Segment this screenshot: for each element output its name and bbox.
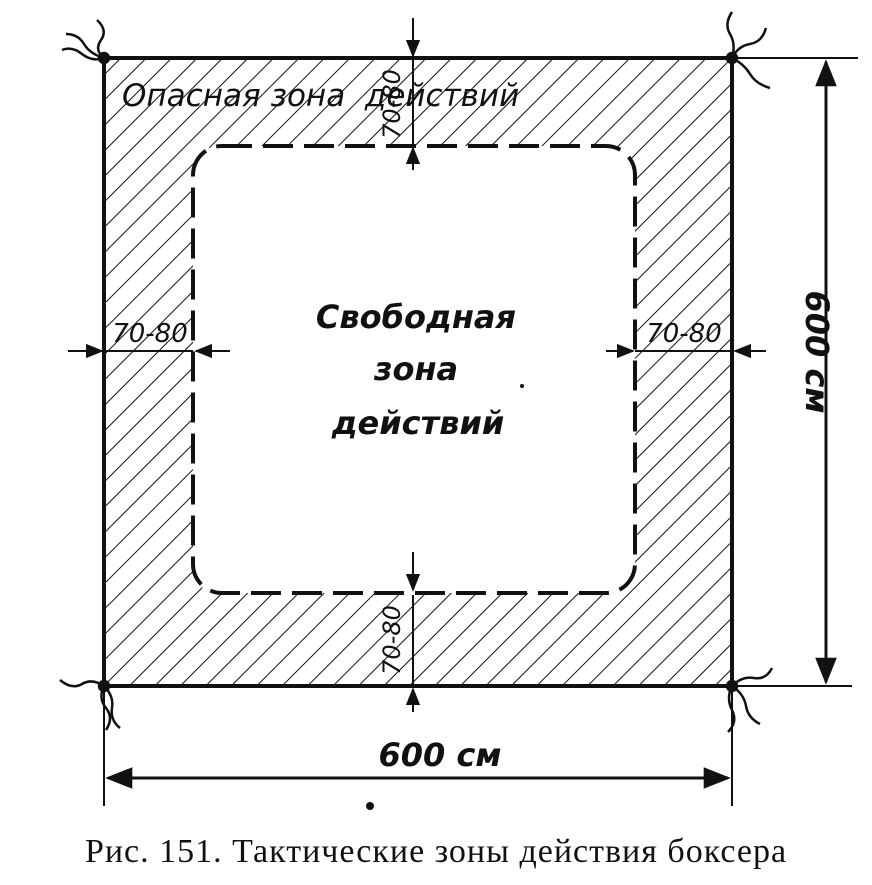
width-label: 600 см: [378, 736, 501, 774]
height-label: 600 см: [798, 290, 836, 413]
margin-arrows: [68, 18, 766, 712]
margin-label-right: 70-80: [646, 319, 722, 349]
figure-caption: Рис. 151. Тактические зоны действия бокс…: [84, 833, 788, 870]
free-zone-label-line1: Свободная: [316, 298, 516, 336]
margin-label-left: 70-80: [112, 319, 188, 349]
margin-label-bottom: 70-80: [378, 605, 406, 675]
extension-lines: [103, 57, 858, 806]
print-specks: [366, 384, 524, 810]
free-zone-label-line2: зона: [373, 350, 458, 388]
danger-zone-hatching: [104, 58, 732, 686]
margin-label-top: 70-80: [378, 69, 406, 139]
ring-boundary: [102, 56, 734, 688]
free-zone-label-line3: действий: [331, 404, 505, 442]
danger-zone-label: Опасная зона действий: [122, 78, 519, 114]
